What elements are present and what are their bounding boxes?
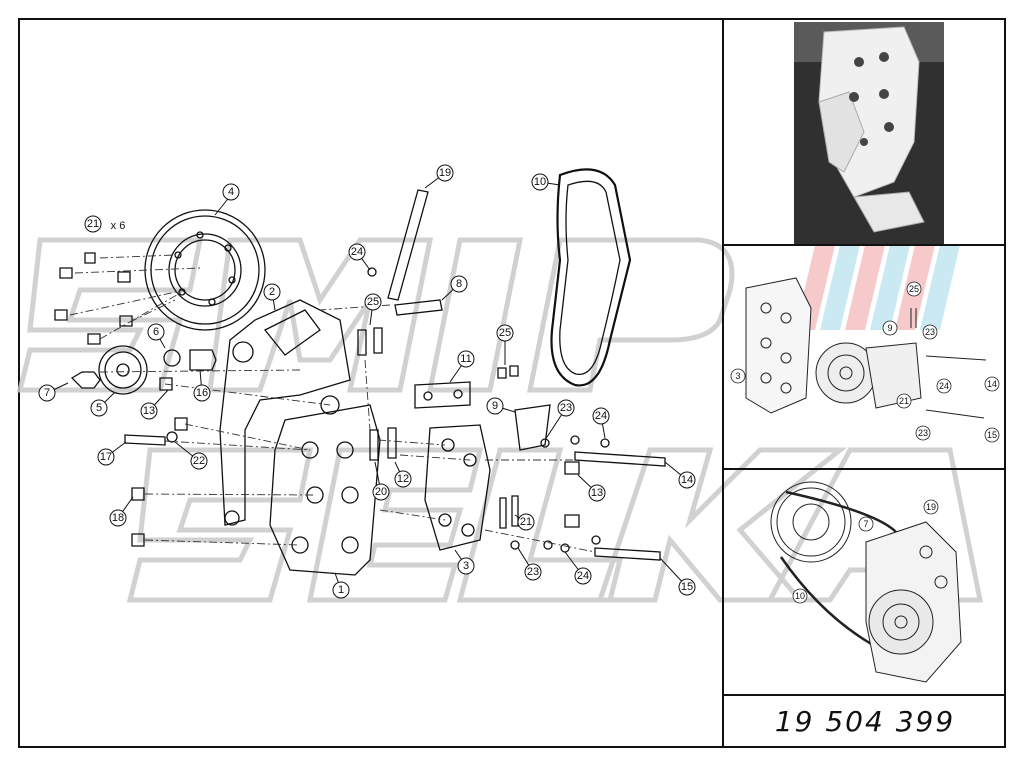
detail-view: 3 9 14 15 21 23 23 24 25 <box>726 248 1004 470</box>
callout-14: 14 <box>681 474 693 486</box>
product-photo <box>794 22 944 244</box>
callout-7: 7 <box>44 387 50 399</box>
detail-callout-24: 24 <box>939 381 949 391</box>
callout-13-right: 13 <box>591 487 603 499</box>
callout-21-right: 21 <box>520 516 532 528</box>
detail-callout-25: 25 <box>909 284 919 294</box>
routing-callout-10: 10 <box>795 591 805 601</box>
callout-24-stud: 24 <box>351 246 363 258</box>
callout-21-top: 21 <box>87 218 99 230</box>
callout-1: 1 <box>338 584 344 596</box>
detail-callout-15: 15 <box>987 430 997 440</box>
callout-3: 3 <box>463 560 469 572</box>
pulley-4 <box>144 209 266 331</box>
callout-25-left: 25 <box>367 296 379 308</box>
callout-2: 2 <box>269 286 275 298</box>
quantity-note: x 6 <box>111 220 126 232</box>
panel-divider-vertical <box>722 18 724 748</box>
detail-callout-14: 14 <box>987 379 997 389</box>
routing-callout-19: 19 <box>926 502 936 512</box>
mounting-bracket-1 <box>269 404 381 576</box>
routing-callout-7: 7 <box>863 519 868 529</box>
exploded-view-diagram: 4 2 1 3 5 6 7 8 9 10 11 12 13 13 14 15 1… <box>38 164 696 599</box>
bracket-9 <box>514 404 551 451</box>
callout-18: 18 <box>112 512 124 524</box>
callout-8: 8 <box>456 278 462 290</box>
detail-callout-9: 9 <box>887 323 892 333</box>
detail-callout-21: 21 <box>899 396 909 406</box>
nut-7 <box>70 371 101 389</box>
tensioner-arm-2 <box>219 299 351 526</box>
callout-11: 11 <box>460 353 471 365</box>
callout-13-left: 13 <box>143 405 155 417</box>
callout-24-top: 24 <box>595 410 607 422</box>
callout-17: 17 <box>100 451 112 463</box>
callout-24-bottom: 24 <box>577 570 589 582</box>
panel-divider-2 <box>722 468 1006 470</box>
spacer-16 <box>189 349 217 371</box>
detail-callout-23-top: 23 <box>925 327 935 337</box>
panel-divider-1 <box>722 244 1006 246</box>
callout-23-top: 23 <box>560 402 572 414</box>
callout-15: 15 <box>681 581 693 593</box>
callout-9: 9 <box>492 400 498 412</box>
callout-20: 20 <box>375 486 387 498</box>
bolts-21 <box>54 252 133 345</box>
panel-divider-3 <box>722 694 1006 696</box>
spacer-bar-11 <box>414 381 471 409</box>
adapter-plate-3 <box>424 424 491 551</box>
belt-routing-view: 7 10 19 <box>726 472 1004 694</box>
callout-10: 10 <box>534 176 546 188</box>
callout-4: 4 <box>228 186 234 198</box>
callout-25-right: 25 <box>499 327 511 339</box>
callout-6: 6 <box>153 326 159 338</box>
callout-19: 19 <box>439 167 451 179</box>
bolt-14 <box>574 451 666 467</box>
stud-19 <box>387 189 429 301</box>
idler-pulley-5 <box>98 345 148 395</box>
drive-belt-10 <box>550 168 632 387</box>
callout-12: 12 <box>397 473 409 485</box>
detail-callout-23-bottom: 23 <box>918 428 928 438</box>
callout-16: 16 <box>196 387 208 399</box>
callout-22: 22 <box>193 455 205 467</box>
callout-23-bottom: 23 <box>527 566 539 578</box>
washer-6 <box>163 349 181 367</box>
callout-5: 5 <box>96 402 102 414</box>
detail-callout-3: 3 <box>735 371 740 381</box>
bolt-15 <box>594 547 661 561</box>
part-number: 19 504 399 <box>774 704 956 738</box>
bolt-8 <box>394 299 443 316</box>
